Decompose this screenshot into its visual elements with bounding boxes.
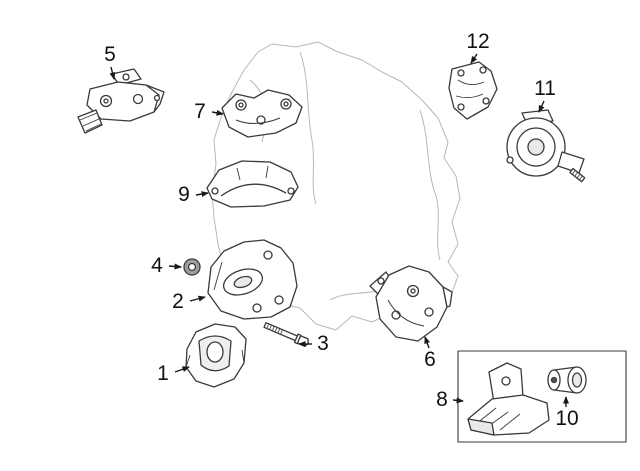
callout-8: 8 [436,388,448,411]
callout-9: 9 [178,183,190,206]
leader-arrow-8 [452,397,464,404]
part-6-bracket [369,265,453,342]
leader-arrow-2 [189,295,206,302]
callout-7: 7 [194,100,206,123]
leader-arrow-4 [168,263,182,270]
callout-11: 11 [534,77,556,100]
part-5-engine-mount [77,68,165,134]
callout-1: 1 [157,362,169,385]
part-2-bracket [207,239,298,320]
part-12-bracket [448,61,498,120]
part-8-bracket [467,362,550,436]
leader-arrow-12 [470,53,478,64]
leader-arrow-9 [195,191,209,198]
part-10-bushing [547,366,587,394]
callout-12: 12 [466,30,490,53]
part-1-mount [185,323,247,388]
callout-3: 3 [317,332,329,355]
callout-10: 10 [555,407,579,430]
leader-arrow-7 [211,109,224,116]
part-4-grommet [183,258,201,276]
part-11-mount [506,109,586,183]
part-7-bracket [221,89,303,138]
leader-arrow-11 [538,100,545,113]
callout-6: 6 [424,348,436,371]
leader-arrow-1 [174,366,190,373]
callout-5: 5 [104,43,116,66]
part-8-box [457,350,627,443]
callout-4: 4 [151,254,163,277]
part-9-bracket [206,160,299,208]
leader-arrow-6 [424,336,431,349]
leader-arrow-5 [109,66,116,80]
callout-2: 2 [172,290,184,313]
